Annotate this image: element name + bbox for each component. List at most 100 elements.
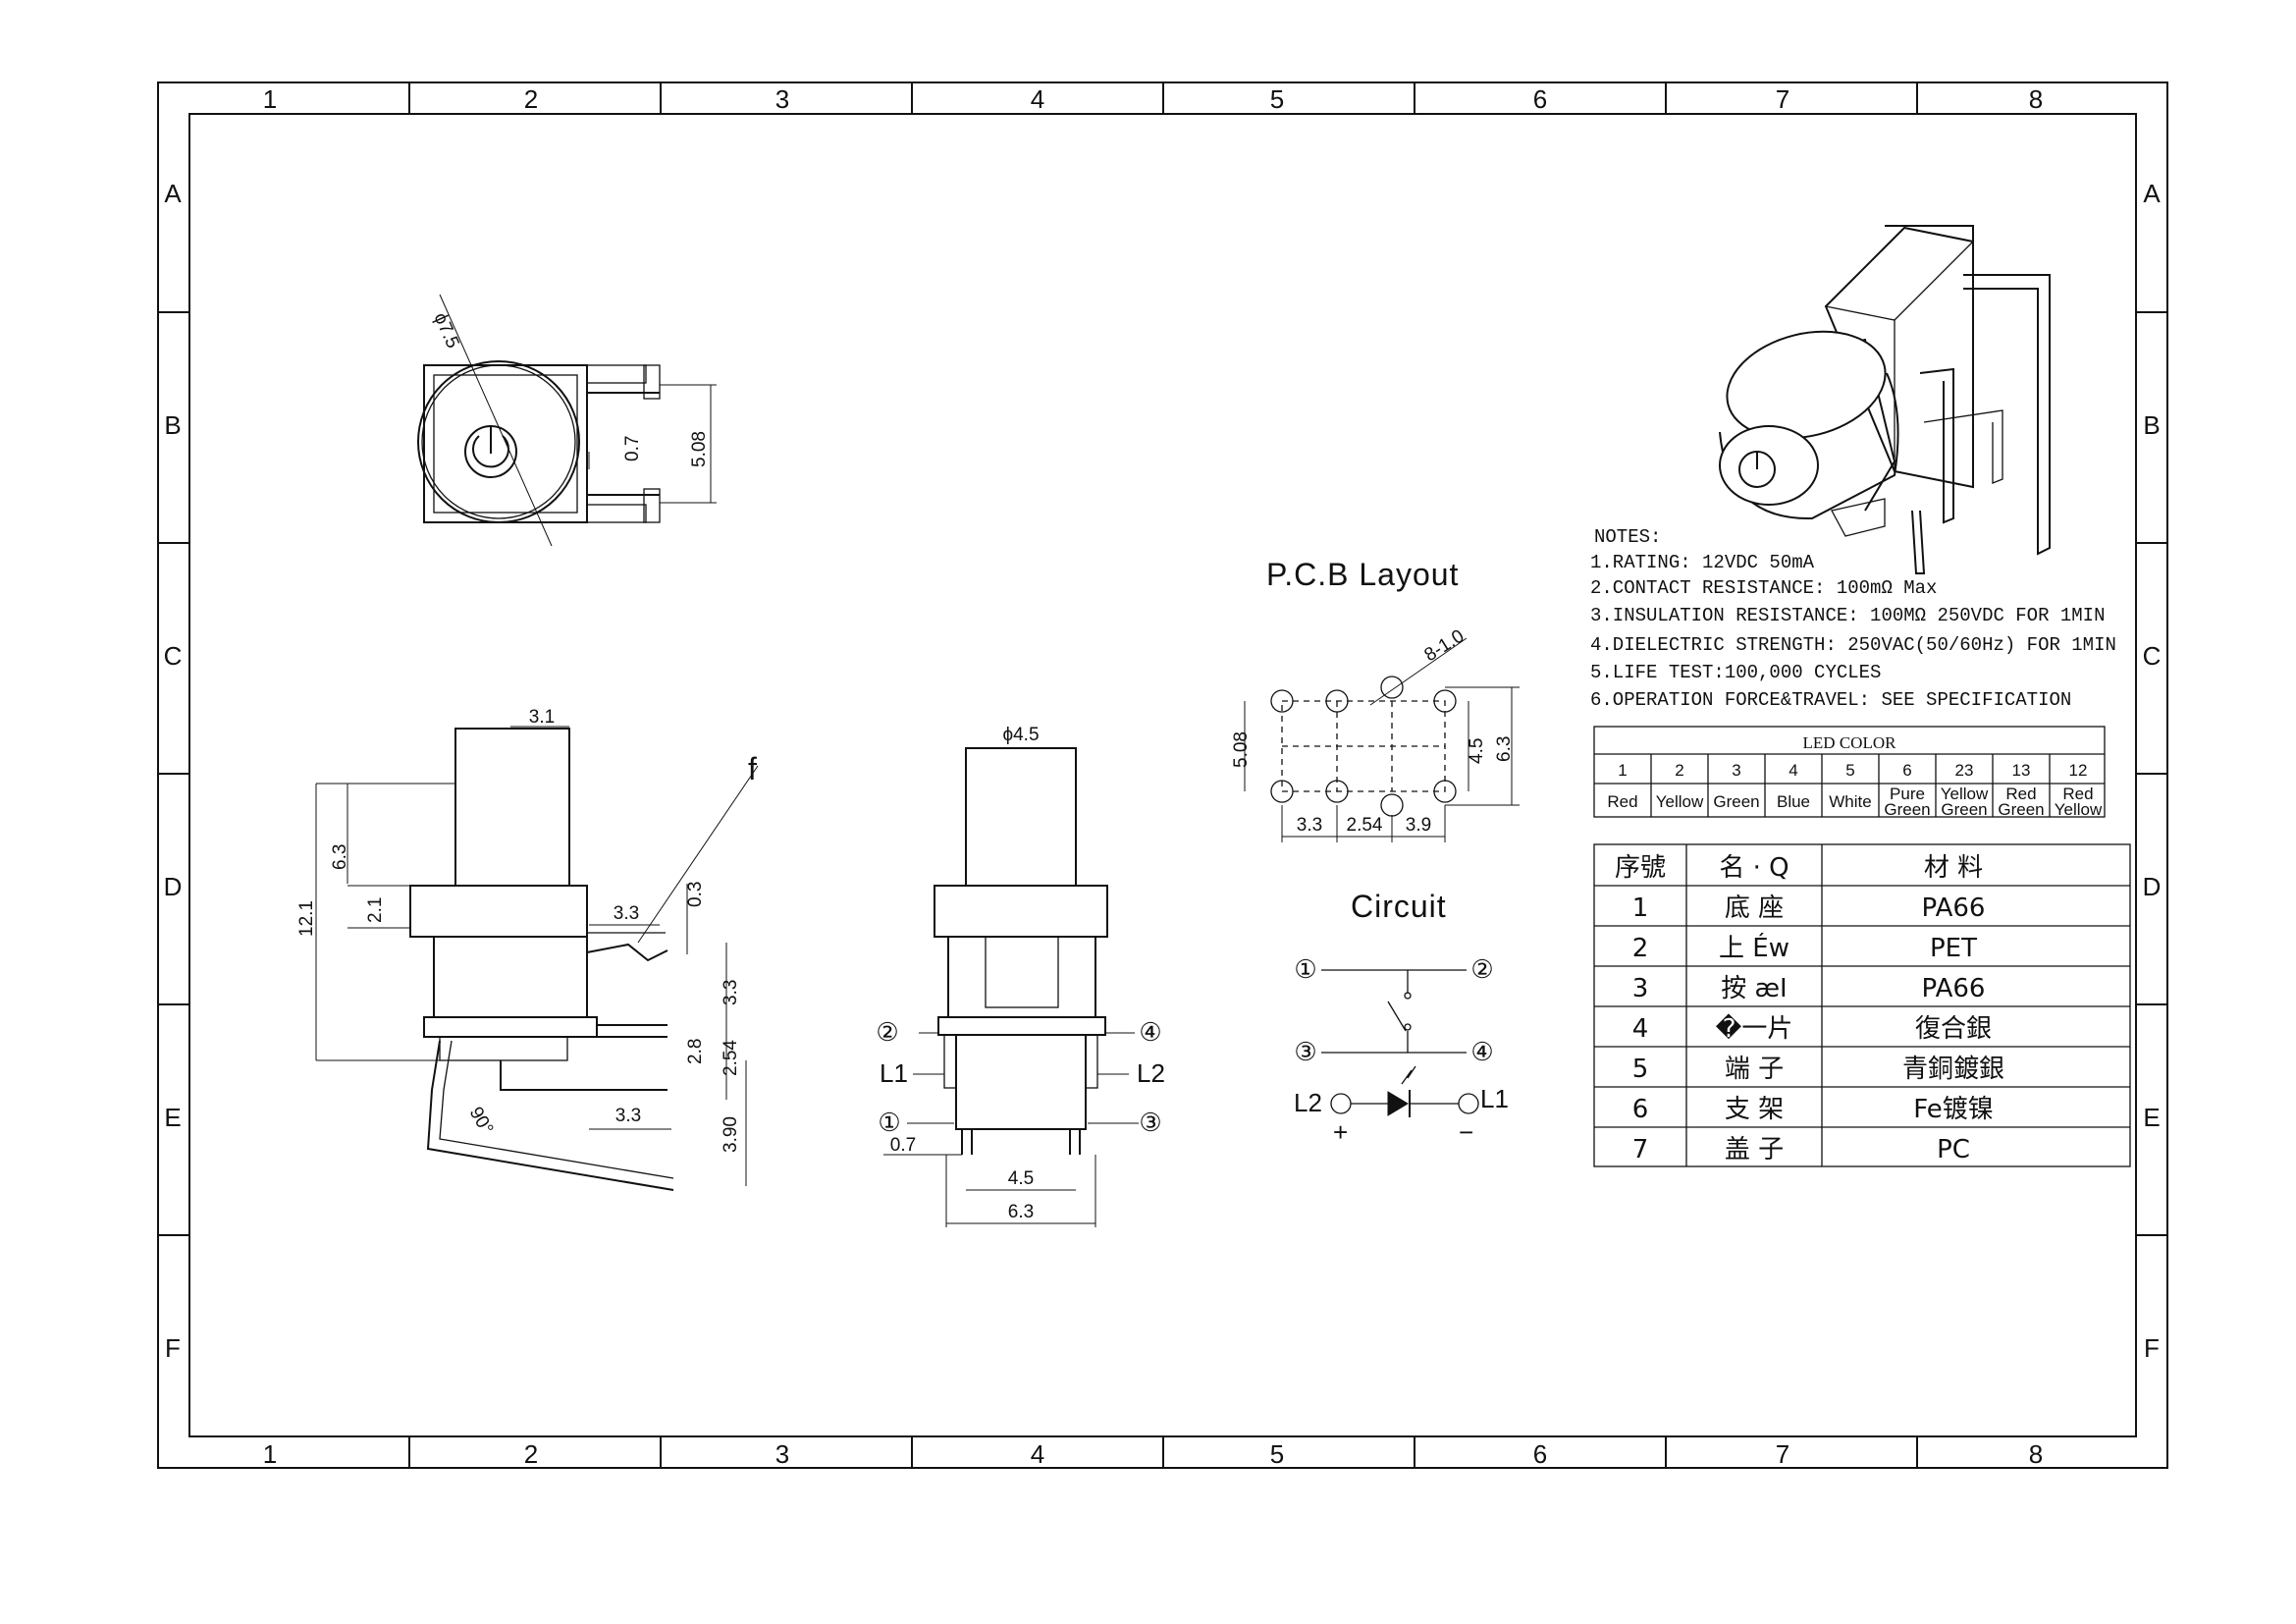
- zone-col-6-top: 6: [1533, 84, 1547, 114]
- dim-front-07: 0.7: [890, 1135, 916, 1156]
- led-table-title: LED COLOR: [1803, 733, 1897, 752]
- dim-side-angle: 90°: [465, 1104, 498, 1138]
- dim-pcb-810: 8-1.0: [1421, 625, 1468, 666]
- side-view: 3.1 6.3 12.1 2.1 3.3 0.3 f 3.3 2.8 2.54 …: [296, 707, 759, 1191]
- bom-row-4-material: 復合銀: [1915, 1014, 1992, 1044]
- bom-row-5-material: 青銅鍍銀: [1902, 1055, 2004, 1084]
- led-code-5: 5: [1845, 761, 1854, 780]
- bom-header-name: 名 · Q: [1719, 853, 1789, 883]
- zone-col-8-top: 8: [2029, 84, 2043, 114]
- note-2: 2.CONTACT RESISTANCE: 100mΩ Max: [1590, 577, 1937, 599]
- led-color-5-line-1: White: [1829, 792, 1871, 811]
- dim-top-07: 0.7: [622, 436, 643, 461]
- dim-front-45top: ϕ4.5: [1002, 725, 1039, 745]
- circuit-pin-2: ②: [1470, 954, 1493, 984]
- bom-row-6-name: 支 架: [1725, 1095, 1784, 1124]
- dim-side-121: 12.1: [296, 900, 317, 937]
- dim-side-63: 6.3: [330, 844, 350, 870]
- circuit-label-l1: L1: [1480, 1084, 1509, 1113]
- switch-contact: [1387, 1001, 1407, 1032]
- zone-col-3-top: 3: [775, 84, 789, 114]
- dim-pcb-33: 3.3: [1297, 815, 1322, 836]
- dim-top-508: 5.08: [689, 431, 710, 467]
- led-color-12-line-2: Yellow: [2055, 800, 2103, 819]
- led-diode-symbol: [1387, 1091, 1409, 1116]
- front-label-l1: L1: [880, 1058, 908, 1088]
- notes-heading: NOTES:: [1594, 526, 1661, 548]
- zone-row-f-right: F: [2144, 1333, 2160, 1363]
- zone-row-b-right: B: [2143, 410, 2160, 440]
- dim-side-03: 0.3: [685, 882, 706, 907]
- led-color-12-line-1: Red: [2062, 785, 2093, 803]
- led-color-6-line-2: Green: [1884, 800, 1930, 819]
- led-code-23: 23: [1955, 761, 1974, 780]
- pcb-hole-6: [1325, 780, 1349, 803]
- top-view: ϕ7.5 0.7 5.08: [417, 294, 717, 547]
- zone-row-c-right: C: [2143, 641, 2162, 671]
- led-code-4: 4: [1789, 761, 1797, 780]
- zone-row-a-left: A: [164, 179, 182, 208]
- led-color-13-line-2: Green: [1998, 800, 2044, 819]
- bom-row-3-no: 3: [1632, 974, 1649, 1003]
- bom-header-material: 材 料: [1924, 853, 1983, 883]
- circuit-pin-3: ③: [1294, 1037, 1316, 1066]
- zone-col-1-bottom: 1: [263, 1439, 277, 1469]
- zone-row-b-left: B: [164, 410, 181, 440]
- bom-row-7-material: PC: [1937, 1135, 1970, 1164]
- pcb-hole-1: [1270, 689, 1294, 713]
- dim-top-diam: ϕ7.5: [429, 309, 462, 351]
- dim-pcb-508: 5.08: [1231, 731, 1252, 768]
- bom-row-4-no: 4: [1632, 1014, 1649, 1044]
- circuit-label-minus: −: [1459, 1117, 1473, 1147]
- led-code-6: 6: [1902, 761, 1911, 780]
- pcb-title: P.C.B Layout: [1266, 557, 1459, 592]
- circuit-label-plus: +: [1333, 1117, 1348, 1147]
- bom-row-2-name: 上 Éw: [1719, 932, 1789, 963]
- note-1: 1.RATING: 12VDC 50mA: [1590, 552, 1815, 573]
- zone-dividers: [158, 82, 2167, 1468]
- zone-col-6-bottom: 6: [1533, 1439, 1547, 1469]
- pcb-hole-2: [1325, 689, 1349, 713]
- zone-col-2-bottom: 2: [524, 1439, 538, 1469]
- led-code-3: 3: [1732, 761, 1740, 780]
- front-pin-4: ④: [1139, 1017, 1161, 1047]
- zone-col-4-top: 4: [1031, 84, 1044, 114]
- zone-col-1-top: 1: [263, 84, 277, 114]
- front-pin-3: ③: [1139, 1108, 1161, 1137]
- front-pin-1: ①: [878, 1108, 900, 1137]
- note-3: 3.INSULATION RESISTANCE: 100MΩ 250VDC FO…: [1590, 605, 2106, 626]
- dim-pcb-63: 6.3: [1494, 736, 1515, 762]
- bom-row-7-no: 7: [1632, 1135, 1649, 1164]
- zone-row-e-right: E: [2143, 1103, 2160, 1132]
- dim-side-390: 3.90: [721, 1116, 741, 1153]
- cap-outline: [417, 360, 580, 523]
- front-pin-2: ②: [876, 1017, 898, 1047]
- led-color-4-line-1: Blue: [1777, 792, 1810, 811]
- note-5: 5.LIFE TEST:100,000 CYCLES: [1590, 662, 1881, 683]
- pcb-hole-5: [1270, 780, 1294, 803]
- zone-col-3-bottom: 3: [775, 1439, 789, 1469]
- isometric-view: [1719, 225, 2051, 574]
- zone-row-c-left: C: [164, 641, 183, 671]
- detail-f-label: f: [748, 751, 758, 786]
- zone-row-f-left: F: [165, 1333, 181, 1363]
- front-label-l2: L2: [1137, 1058, 1165, 1088]
- led-code-1: 1: [1618, 761, 1627, 780]
- led-color-13-line-1: Red: [2005, 785, 2036, 803]
- bom-row-5-no: 5: [1632, 1055, 1649, 1084]
- led-color-1-line-1: Red: [1607, 792, 1637, 811]
- zone-col-2-top: 2: [524, 84, 538, 114]
- zone-row-d-right: D: [2143, 872, 2162, 901]
- bom-header-no: 序號: [1615, 853, 1666, 883]
- led-color-2-line-1: Yellow: [1656, 792, 1704, 811]
- iso-button-face: [1719, 425, 1819, 506]
- zone-col-5-top: 5: [1270, 84, 1284, 114]
- front-view: ϕ4.5 0.7 4.5 6.3 L1 L2 ② ④ ① ③: [876, 725, 1165, 1227]
- bom-row-2-no: 2: [1632, 934, 1649, 963]
- zone-col-7-bottom: 7: [1776, 1439, 1789, 1469]
- dim-pcb-45: 4.5: [1467, 738, 1487, 764]
- bom-row-6-no: 6: [1632, 1095, 1649, 1124]
